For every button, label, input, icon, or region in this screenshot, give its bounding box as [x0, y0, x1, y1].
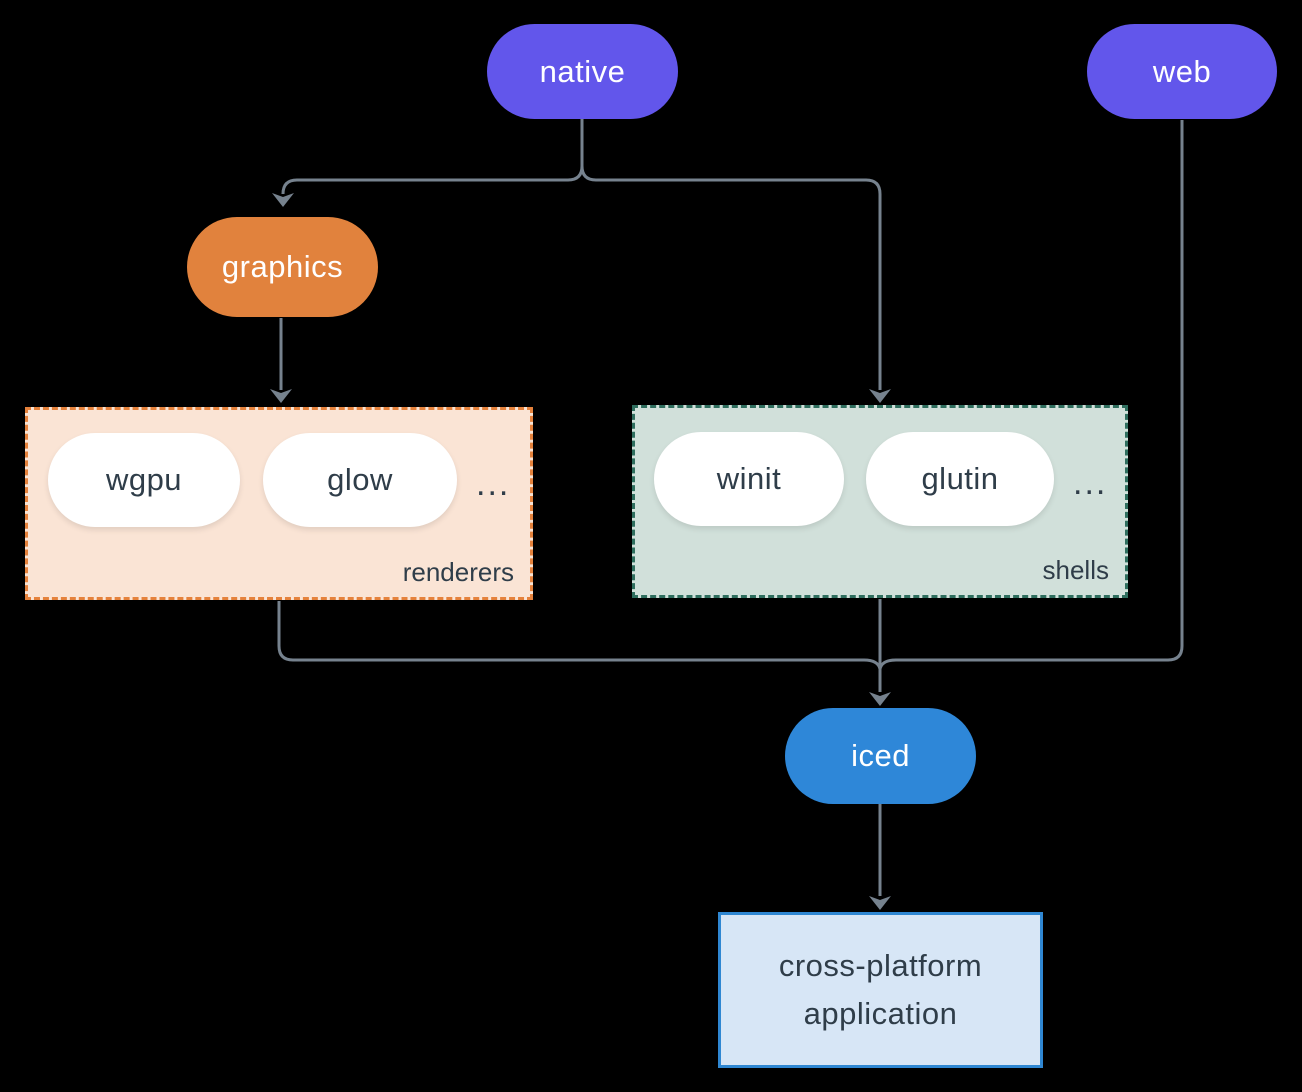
connector-web-to-iced [878, 120, 1184, 670]
node-cross-platform-application: cross-platform application [718, 912, 1043, 1068]
shells-label: shells [1042, 555, 1109, 585]
node-graphics: graphics [187, 217, 378, 317]
application-label-line1: cross-platform [778, 947, 983, 983]
group-renderers: wgpu glow ... renderers [25, 407, 533, 600]
connector-native-to-shells [580, 118, 882, 390]
chip-glow: glow [263, 433, 457, 527]
connector-renderers-to-iced [277, 601, 882, 670]
group-shells: winit glutin ... shells [632, 405, 1128, 598]
shells-ellipsis: ... [1073, 464, 1108, 502]
chip-wgpu: wgpu [48, 433, 240, 527]
arrowhead-graphics [272, 193, 294, 207]
renderers-ellipsis: ... [476, 465, 511, 503]
application-label-line2: application [803, 996, 958, 1031]
chip-winit: winit [654, 432, 844, 526]
arrowhead-application [869, 896, 891, 910]
arrowhead-iced [869, 692, 891, 706]
arrowhead-shells [869, 389, 891, 403]
renderers-label: renderers [402, 557, 514, 587]
chip-glutin: glutin [866, 432, 1054, 526]
node-iced: iced [785, 708, 976, 804]
node-native: native [487, 24, 678, 119]
arrowhead-renderers [270, 389, 292, 403]
node-web: web [1087, 24, 1277, 119]
connector-native-to-graphics [281, 118, 584, 195]
